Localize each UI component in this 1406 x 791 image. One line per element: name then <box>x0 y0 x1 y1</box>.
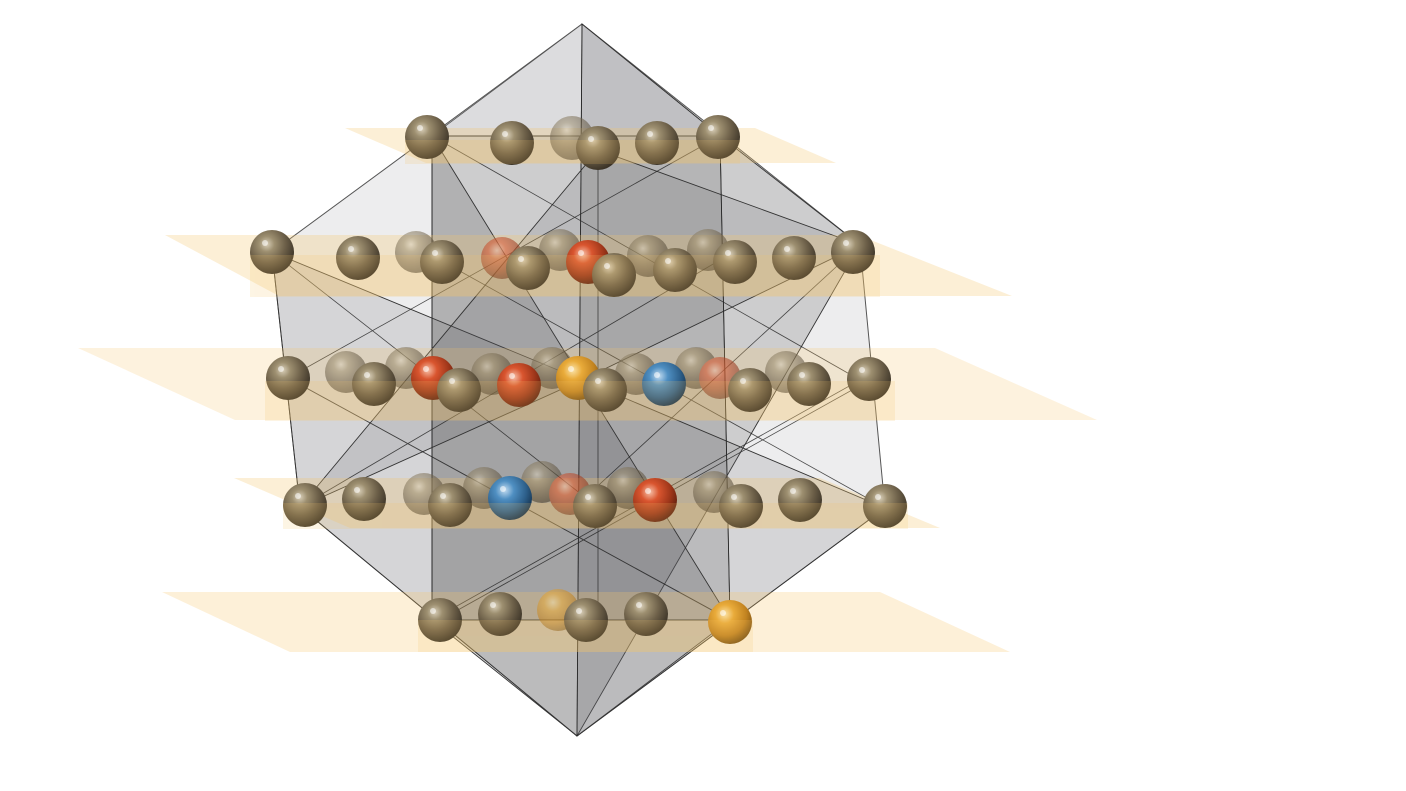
atom <box>478 592 522 636</box>
atom <box>250 230 294 274</box>
atom <box>719 484 763 528</box>
atom <box>428 483 472 527</box>
atom <box>778 478 822 522</box>
atom <box>497 363 541 407</box>
atom <box>283 483 327 527</box>
atom <box>488 476 532 520</box>
atom <box>336 236 380 280</box>
atom <box>418 598 462 642</box>
atom <box>696 115 740 159</box>
atom <box>635 121 679 165</box>
atom <box>352 362 396 406</box>
atom <box>576 126 620 170</box>
atom <box>772 236 816 280</box>
atom <box>405 115 449 159</box>
atom <box>573 484 617 528</box>
atom <box>490 121 534 165</box>
atom <box>708 600 752 644</box>
atom <box>592 253 636 297</box>
plane-overlay <box>250 140 908 652</box>
atom <box>266 356 310 400</box>
atom <box>831 230 875 274</box>
atom-highlights <box>262 125 881 616</box>
atom <box>847 357 891 401</box>
atoms-front <box>250 115 907 644</box>
atom <box>564 598 608 642</box>
atom <box>437 368 481 412</box>
atom <box>633 478 677 522</box>
atom <box>420 240 464 284</box>
atom <box>342 477 386 521</box>
atom <box>787 362 831 406</box>
atom <box>653 248 697 292</box>
atom <box>642 362 686 406</box>
atom <box>713 240 757 284</box>
atom <box>863 484 907 528</box>
atom <box>583 368 627 412</box>
atom <box>728 368 772 412</box>
atom <box>506 246 550 290</box>
atom <box>624 592 668 636</box>
